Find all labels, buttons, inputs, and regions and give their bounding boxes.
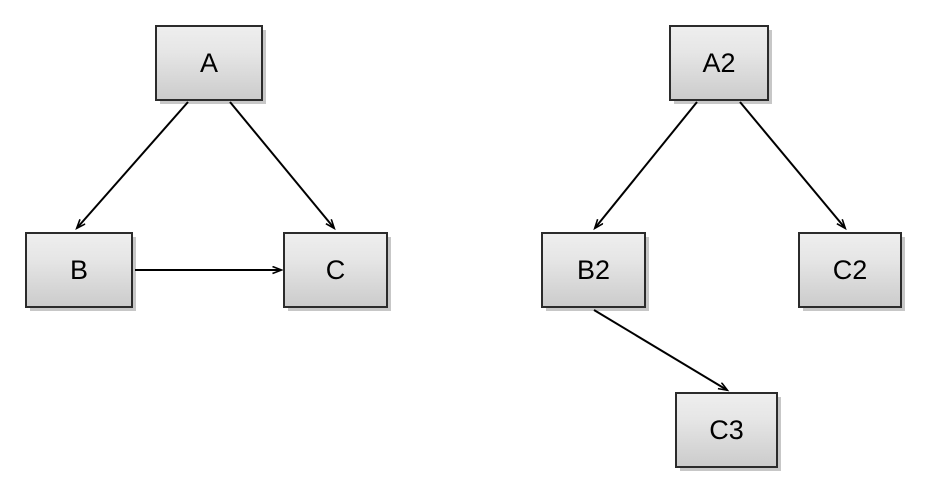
- edge-a2-to-b2: [595, 101, 698, 228]
- node-c[interactable]: C: [283, 232, 388, 308]
- edge-a-to-b: [77, 101, 189, 228]
- node-c2-label: C2: [832, 254, 868, 285]
- node-b2[interactable]: B2: [541, 232, 646, 308]
- node-c-label: C: [325, 254, 346, 285]
- node-b[interactable]: B: [25, 232, 133, 308]
- edge-a2-to-c2: [739, 101, 845, 228]
- edge-a-to-c: [229, 101, 334, 228]
- node-c3-label: C3: [709, 414, 744, 445]
- node-a2[interactable]: A2: [669, 25, 769, 101]
- node-a[interactable]: A: [155, 25, 263, 101]
- node-c2[interactable]: C2: [798, 232, 902, 308]
- edge-b2-to-c3: [593, 309, 727, 390]
- node-c3[interactable]: C3: [675, 392, 778, 468]
- node-b-label: B: [69, 254, 88, 285]
- node-a2-label: A2: [702, 47, 736, 78]
- node-a-label: A: [199, 47, 218, 78]
- node-b2-label: B2: [576, 254, 611, 285]
